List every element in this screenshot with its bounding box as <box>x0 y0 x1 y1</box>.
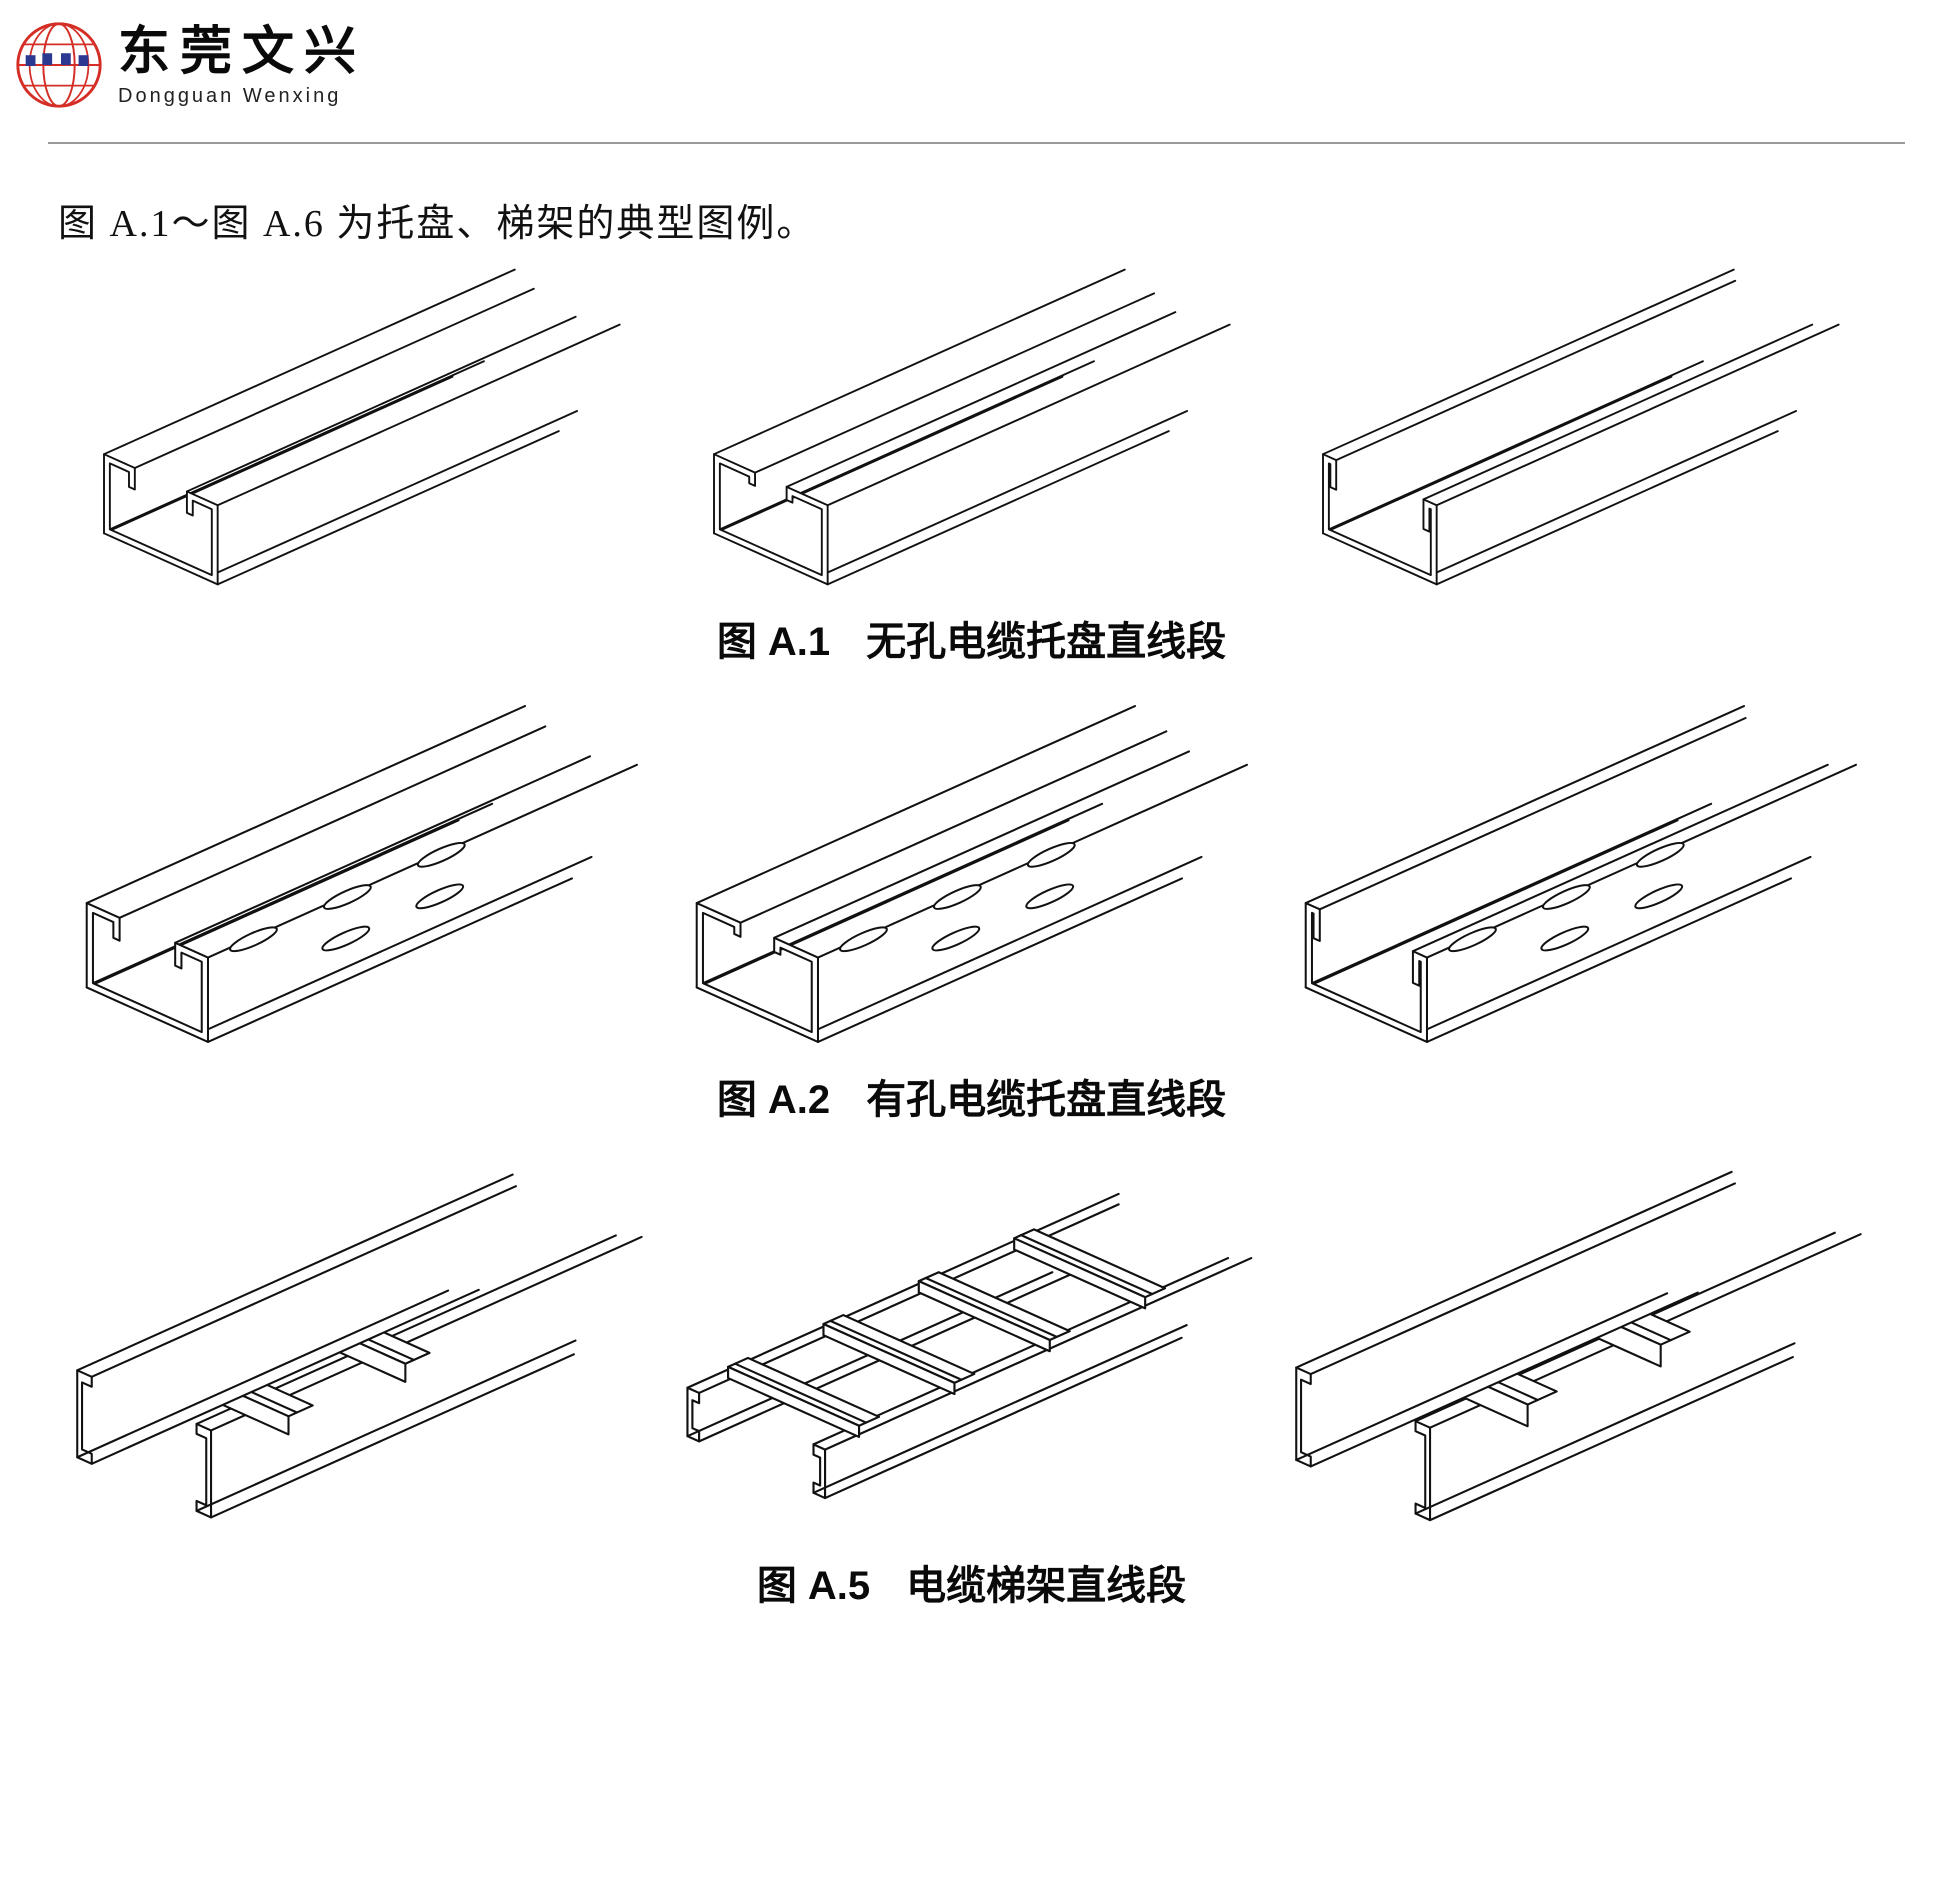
header-divider <box>48 142 1905 144</box>
intro-text: 图 A.1～图 A.6 为托盘、梯架的典型图例。 <box>58 203 817 245</box>
logo-text: 东莞文兴 Dongguan Wenxing <box>118 16 366 108</box>
figure-a5: 图 A.5 电缆梯架直线段 <box>0 1151 1943 1611</box>
figure-title: 无孔电缆托盘直线段 <box>866 620 1227 664</box>
figure-title: 有孔电缆托盘直线段 <box>866 1078 1227 1122</box>
drawing-unperforated-tray-1 <box>103 268 621 586</box>
figure-a1-row <box>0 257 1943 591</box>
drawing-unperforated-tray-3 <box>1322 268 1840 586</box>
drawing-cable-ladder-2 <box>686 1192 1256 1500</box>
figure-label: 图 A.2 <box>716 1078 831 1122</box>
drawing-cable-ladder-3 <box>1295 1170 1866 1522</box>
figure-label: 图 A.5 <box>756 1564 871 1608</box>
logo-company-name-cn: 东莞文兴 <box>118 24 367 81</box>
drawing-perforated-tray-3 <box>1305 705 1858 1043</box>
figure-a5-caption: 图 A.5 电缆梯架直线段 <box>0 1553 1943 1611</box>
figure-a1-caption: 图 A.1 无孔电缆托盘直线段 <box>0 609 1943 667</box>
figure-title: 电缆梯架直线段 <box>906 1564 1187 1608</box>
figure-a1: 图 A.1 无孔电缆托盘直线段 <box>0 257 1943 667</box>
globe-characters <box>25 53 89 66</box>
drawing-perforated-tray-2 <box>695 705 1248 1043</box>
figure-a2-caption: 图 A.2 有孔电缆托盘直线段 <box>0 1067 1943 1125</box>
logo-globe-icon <box>16 22 102 108</box>
drawing-cable-ladder-1 <box>76 1173 647 1519</box>
figure-a2: 图 A.2 有孔电缆托盘直线段 <box>0 693 1943 1125</box>
drawing-perforated-tray-1 <box>85 705 638 1043</box>
drawing-unperforated-tray-2 <box>712 268 1231 586</box>
figure-label: 图 A.1 <box>716 620 831 664</box>
company-logo: 东莞文兴 Dongguan Wenxing <box>10 16 1943 114</box>
page-header: 东莞文兴 Dongguan Wenxing <box>0 0 1943 144</box>
figure-a2-row <box>0 693 1943 1049</box>
logo-company-name-en: Dongguan Wenxing <box>118 84 342 107</box>
figure-a5-row <box>0 1151 1943 1535</box>
